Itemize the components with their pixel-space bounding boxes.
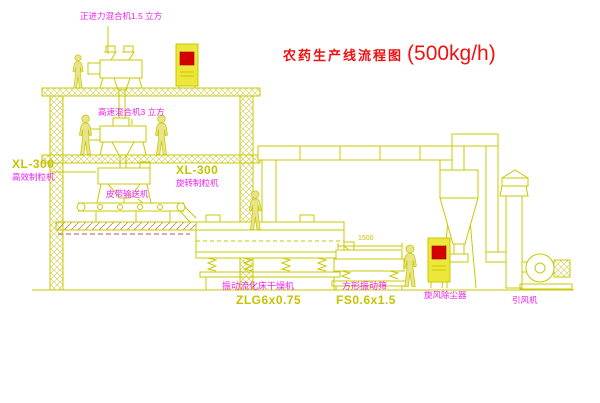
duct-drawing: [257, 145, 455, 223]
label-fan: 引风机: [512, 295, 538, 305]
fan-drawing: [519, 253, 573, 290]
title-capacity: (500kg/h): [407, 42, 496, 65]
person-figure: [154, 114, 169, 155]
title-text: 农药生产线流程图: [283, 47, 404, 63]
label-dryer-model: ZLG6x0.75: [236, 293, 302, 307]
label-dryer-name: 振动流化床干燥机: [222, 281, 295, 291]
label-granulator-left-name: 高效制粒机: [12, 172, 55, 182]
control-cabinet-1: [175, 43, 199, 88]
belt-conveyor-drawing: [76, 202, 197, 223]
dryer-drawing: [195, 214, 355, 290]
label-belt-conveyor: 皮带输送机: [106, 189, 149, 199]
control-cabinet-2: [427, 237, 451, 288]
label-granulator-left-model: XL-300: [12, 157, 55, 171]
leader-lines: [52, 26, 144, 204]
diagram-title: 农药生产线流程图 (500kg/h): [283, 42, 496, 66]
label-granulator-mid-model: XL-300: [176, 163, 219, 177]
label-screen-dimension: 1500: [358, 235, 374, 242]
cabinet-display: [179, 51, 195, 66]
exhaust-pipe-drawing: [451, 133, 507, 263]
mixer-top-drawing: [87, 45, 143, 118]
granulator-drawing: [96, 161, 152, 204]
cabinet-display: [431, 245, 447, 260]
label-granulator-mid-name: 旋转制粒机: [176, 178, 219, 188]
person-figure: [403, 244, 417, 287]
label-mixer-mid: 高速混合机3 立方: [98, 107, 165, 117]
label-cyclone: 旋风除尘器: [424, 290, 467, 300]
person-figure: [72, 54, 84, 89]
label-screen-name: 方形振动筛: [342, 281, 388, 291]
label-mixer-top: 正进力混合机1.5 立方: [80, 11, 163, 21]
stack-drawing: [499, 169, 529, 289]
person-figure: [78, 114, 93, 155]
cyclone-drawing: [439, 139, 479, 289]
label-screen-model: FS0.6x1.5: [336, 293, 396, 307]
